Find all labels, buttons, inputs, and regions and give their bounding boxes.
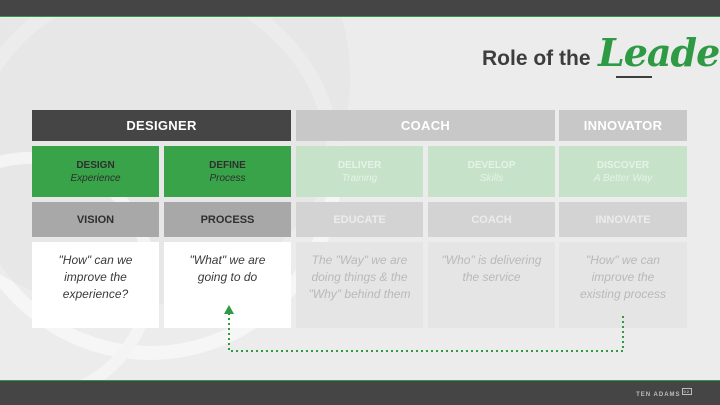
description-text: "How" can we improve the experience? [58, 253, 133, 301]
description-text: "How" we can improve the existing proces… [579, 253, 667, 301]
slide-title: Role of the Leader [482, 30, 720, 88]
title-underline [616, 76, 652, 78]
header-designer: DESIGNER [32, 110, 291, 141]
description-text: The "Way" we are doing things & the "Why… [308, 253, 411, 301]
stage-deliver: DELIVER Training [296, 146, 423, 197]
header-label: COACH [400, 118, 451, 133]
stage-subtitle: Experience [70, 172, 121, 184]
stage-title: DESIGN [76, 159, 115, 171]
focus-label: PROCESS [200, 213, 255, 226]
bottom-bar: TEN ADAMS02 [0, 380, 720, 405]
description-define: "What" we are going to do [164, 242, 291, 328]
header-coach: COACH [296, 110, 555, 141]
description-deliver: The "Way" we are doing things & the "Why… [296, 242, 423, 328]
brand-logo: TEN ADAMS02 [636, 388, 692, 398]
focus-label: COACH [471, 213, 512, 226]
stage-title: DELIVER [337, 159, 382, 171]
description-discover: "How" we can improve the existing proces… [559, 242, 687, 328]
title-main: Role of the [482, 47, 591, 70]
description-text: "What" we are going to do [189, 253, 266, 284]
focus-process: PROCESS [164, 202, 291, 237]
stage-title: DEFINE [209, 159, 246, 171]
description-text: "Who" is delivering the service [441, 253, 542, 284]
focus-coach: COACH [428, 202, 555, 237]
title-accent: Leader [598, 30, 720, 75]
focus-educate: EDUCATE [296, 202, 423, 237]
stage-subtitle: Skills [479, 172, 504, 184]
stage-define: DEFINE Process [164, 146, 291, 197]
stage-develop: DEVELOP Skills [428, 146, 555, 197]
header-innovator: INNOVATOR [559, 110, 687, 141]
top-bar [0, 0, 720, 17]
header-label: DESIGNER [126, 118, 197, 133]
focus-innovate: INNOVATE [559, 202, 687, 237]
stage-subtitle: Training [341, 172, 378, 184]
stage-design: DESIGN Experience [32, 146, 159, 197]
stage-title: DISCOVER [596, 159, 650, 171]
stage-title: DEVELOP [467, 159, 516, 171]
focus-label: INNOVATE [595, 213, 651, 226]
focus-label: VISION [76, 213, 115, 226]
description-design: "How" can we improve the experience? [32, 242, 159, 328]
stage-subtitle: A Better Way [593, 172, 653, 184]
stage-discover: DISCOVER A Better Way [559, 146, 687, 197]
stage-subtitle: Process [209, 172, 246, 184]
header-label: INNOVATOR [583, 118, 663, 133]
focus-label: EDUCATE [333, 213, 386, 226]
focus-vision: VISION [32, 202, 159, 237]
description-develop: "Who" is delivering the service [428, 242, 555, 328]
